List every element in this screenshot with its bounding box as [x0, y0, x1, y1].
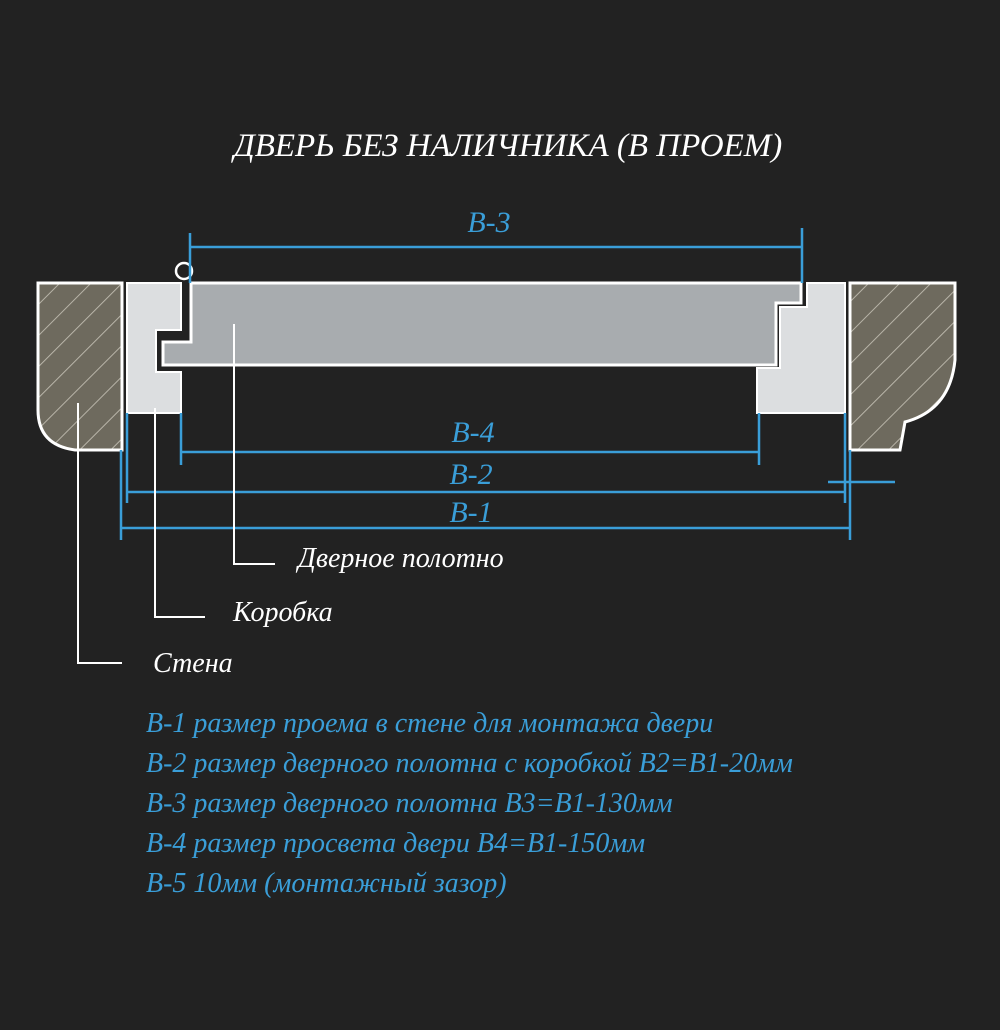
dimension-b4 [179, 413, 761, 465]
frame-right [756, 282, 846, 414]
label-b4: B-4 [451, 416, 494, 449]
frame-left [126, 282, 182, 414]
leader-door-leaf [233, 324, 275, 565]
diagram-title: ДВЕРЬ БЕЗ НАЛИЧНИКА (В ПРОЕМ) [233, 128, 783, 164]
wall-right [848, 281, 957, 452]
leader-frame [154, 408, 205, 618]
legend-item-b3: B-3 размер дверного полотна B3=B1-130мм [146, 788, 673, 819]
label-b1: B-1 [449, 496, 492, 529]
door-leaf [161, 281, 803, 367]
legend-item-b2: B-2 размер дверного полотна с коробкой B… [146, 748, 793, 779]
dimension-b3 [188, 228, 804, 283]
legend-item-b1: B-1 размер проема в стене для монтажа дв… [146, 708, 714, 739]
hinge-icon [174, 261, 194, 281]
label-wall: Стена [153, 648, 233, 679]
label-door-leaf: Дверное полотно [298, 543, 504, 574]
legend-item-b5: B-5 10мм (монтажный зазор) [146, 868, 507, 899]
legend-item-b4: B-4 размер просвета двери B4=B1-150мм [146, 828, 646, 859]
leader-wall [77, 403, 122, 664]
dimension-b2 [125, 413, 895, 503]
label-b3: B-3 [467, 206, 510, 239]
label-frame: Коробка [233, 597, 333, 628]
legend: B-1 размер проема в стене для монтажа дв… [146, 704, 793, 904]
wall-left [36, 281, 124, 452]
leader-lines [77, 324, 275, 664]
dimension-b1 [119, 450, 852, 540]
label-b2: B-2 [449, 458, 492, 491]
